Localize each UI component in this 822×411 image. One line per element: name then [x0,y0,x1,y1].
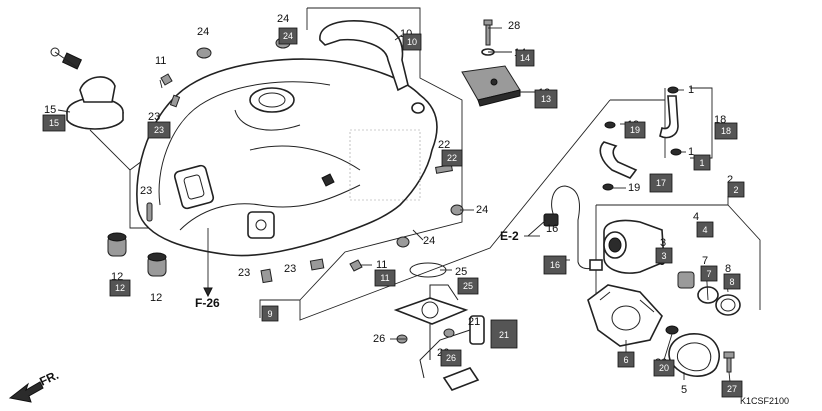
svg-text:17: 17 [656,178,666,188]
wire-harness [543,185,603,271]
label-11-a: 11 [155,55,166,67]
svg-text:15: 15 [49,118,59,128]
front-label: FR. [37,368,60,389]
box-13: 13 [534,89,558,109]
svg-text:12: 12 [115,283,125,293]
box-20: 20 [653,359,675,377]
svg-text:9: 9 [267,309,272,319]
label-19-b: 19 [628,182,640,194]
svg-text:18: 18 [721,126,731,136]
fuel-tank [136,58,438,257]
label-12-b: 12 [150,292,162,304]
label-23-a: 23 [148,111,160,123]
svg-text:25: 25 [463,281,473,291]
gasket-hardware [665,325,735,377]
label-24-d: 24 [423,235,435,247]
svg-text:7: 7 [706,269,711,279]
label-4: 4 [693,211,699,223]
box-19: 19 [624,121,646,139]
label-5: 5 [681,384,687,396]
svg-text:2: 2 [733,185,738,195]
label-7: 7 [702,255,708,267]
box-16: 16 [543,255,567,275]
box-23-a: 23 [147,121,171,139]
label-1-a: 1 [688,84,694,96]
svg-text:3: 3 [661,251,666,261]
svg-text:13: 13 [541,94,551,104]
box-8: 8 [723,273,741,290]
rubber-pad [461,65,521,107]
label-23-d: 23 [284,263,296,275]
svg-text:10: 10 [407,37,417,47]
label-16: 16 [546,223,558,235]
label-23-c: 23 [238,267,250,279]
box-3: 3 [655,247,673,264]
box-6: 6 [617,351,635,368]
svg-text:11: 11 [380,273,389,283]
ref-e2: E-2 [500,229,519,243]
label-25: 25 [455,266,467,278]
reference-labels: F-26 E-2 [195,229,540,310]
svg-text:24: 24 [283,31,293,41]
label-15: 15 [44,104,56,116]
svg-text:27: 27 [727,384,737,394]
label-26-a: 26 [373,333,385,345]
svg-text:23: 23 [154,125,164,135]
label-1-b: 1 [688,146,694,158]
svg-text:20: 20 [659,363,669,373]
box-24: 24 [278,27,298,45]
fuel-hoses [599,86,682,191]
svg-text:21: 21 [499,330,509,340]
box-10: 10 [402,33,422,51]
box-25: 25 [457,277,479,295]
box-2: 2 [727,181,745,198]
box-22: 22 [441,149,463,167]
label-24-b: 24 [277,13,289,25]
box-26: 26 [440,349,462,367]
svg-text:4: 4 [702,225,707,235]
svg-text:14: 14 [520,53,530,63]
label-24-a: 24 [197,26,209,38]
box-1: 1 [693,154,711,171]
box-4: 4 [696,221,714,238]
tank-bracket [319,20,409,92]
label-23-b: 23 [140,185,152,197]
svg-text:1: 1 [699,158,704,168]
bolt-washer [481,19,495,56]
svg-text:19: 19 [630,125,640,135]
boxed-labels: 24 10 14 13 15 23 22 19 18 1 17 2 4 3 16… [42,27,745,398]
label-22: 22 [438,139,450,151]
box-11: 11 [374,269,396,287]
svg-text:16: 16 [550,260,560,270]
label-24-c: 24 [476,204,488,216]
diagram-code: K1CSF2100 [740,396,789,406]
rubber-cushions [107,232,167,277]
box-12: 12 [109,279,131,297]
label-8: 8 [725,263,731,275]
svg-text:8: 8 [729,277,734,287]
fuel-cap [50,47,124,130]
pump-bracket [587,284,663,347]
ref-f26: F-26 [195,296,220,310]
label-11-b: 11 [376,259,387,271]
front-arrow-icon: FR. [8,368,61,403]
box-14: 14 [515,49,535,67]
box-9: 9 [261,305,279,322]
label-3: 3 [660,237,666,249]
label-2: 2 [727,174,733,186]
box-18: 18 [714,122,738,140]
svg-text:6: 6 [623,355,628,365]
label-28: 28 [508,20,520,32]
svg-text:26: 26 [446,353,456,363]
fuel-pump-unit [393,262,485,391]
box-7: 7 [700,265,718,282]
box-21: 21 [490,319,518,349]
box-15: 15 [42,114,66,132]
box-17: 17 [649,173,673,193]
svg-text:22: 22 [447,153,457,163]
label-21: 21 [468,316,480,328]
box-27: 27 [721,380,743,398]
